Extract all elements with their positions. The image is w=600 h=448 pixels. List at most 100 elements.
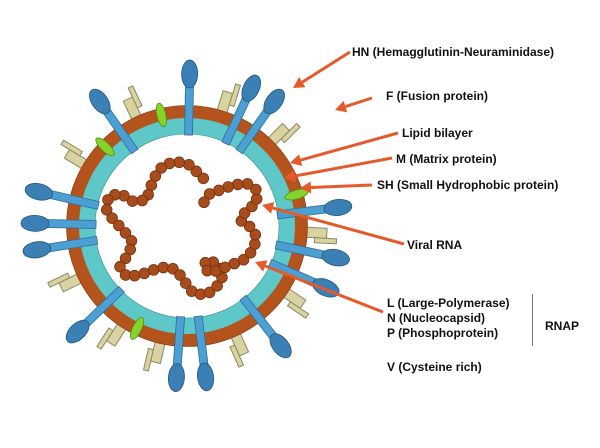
hn-head	[241, 74, 261, 102]
hn-head	[181, 59, 199, 89]
label-sh: SH (Small Hydrophobic protein)	[377, 178, 559, 192]
arrow-sh	[300, 181, 373, 194]
arrow-shaft	[301, 50, 351, 84]
hn-protein	[221, 74, 261, 146]
arrow-shaft	[264, 264, 384, 314]
arrow-shaft	[310, 183, 373, 190]
arrow-lipid-bilayer	[290, 131, 399, 166]
hn-head	[65, 319, 90, 344]
rna-bead	[128, 269, 141, 282]
rna-bead	[238, 207, 251, 219]
hn-protein	[276, 198, 353, 220]
hn-head	[197, 362, 215, 392]
arrow-hn	[293, 50, 351, 88]
hn-head	[22, 241, 52, 259]
label-p: P (Phosphoprotein)	[387, 326, 499, 340]
sh-ellipse	[155, 102, 167, 128]
fusion-tip	[280, 122, 301, 144]
rna-bead	[157, 261, 170, 274]
rna-bead	[249, 228, 262, 241]
label-lipid-bilayer: Lipid bilayer	[402, 126, 473, 140]
fusion-tip	[286, 301, 310, 319]
hn-protein	[22, 235, 99, 259]
rna-bead	[174, 269, 186, 281]
hn-head	[167, 363, 185, 393]
label-viral-rna: Viral RNA	[407, 238, 463, 252]
hn-head	[20, 214, 50, 232]
arrow-viral-rna	[262, 202, 405, 246]
rna-bead	[136, 194, 148, 207]
arrow-shaft	[294, 156, 393, 178]
label-v: V (Cysteine rich)	[387, 360, 482, 374]
hn-head	[323, 198, 353, 216]
sh-ellipse	[95, 137, 115, 157]
hn-protein	[65, 285, 125, 344]
rna-bead	[155, 162, 167, 174]
fusion-tip	[228, 83, 242, 108]
label-m: M (Matrix protein)	[396, 152, 497, 166]
hn-head	[24, 183, 54, 201]
hn-protein	[235, 88, 285, 155]
fusion-tip	[47, 272, 71, 288]
label-n: N (Nucleocapsid)	[387, 311, 486, 325]
fusion-tip	[142, 347, 154, 372]
rna-bead	[173, 156, 185, 169]
rnap-bracket-line	[532, 294, 533, 346]
arrow-head	[255, 260, 268, 272]
hn-protein	[274, 240, 350, 267]
arrow-rnap	[255, 260, 384, 314]
hn-protein	[20, 214, 97, 232]
hn-head	[321, 248, 350, 267]
hn-head	[89, 88, 111, 115]
rna-bead	[241, 178, 254, 190]
arrow-shaft	[300, 131, 399, 162]
label-l: L (Large-Polymerase)	[387, 296, 510, 310]
fusion-tip	[127, 85, 143, 109]
rna-bead	[250, 193, 263, 205]
rna-bead	[198, 196, 210, 209]
rna-bead	[231, 178, 244, 191]
arrow-m	[284, 156, 393, 182]
rna-bead	[147, 264, 160, 276]
hn-protein	[167, 316, 186, 393]
hn-stalk	[184, 82, 194, 136]
hn-protein	[181, 59, 199, 136]
rna-bead	[106, 212, 118, 224]
rna-bead	[114, 260, 126, 273]
rna-bead	[237, 254, 250, 266]
rna-bead	[102, 194, 114, 206]
rna-bead	[179, 277, 192, 289]
sh-protein	[95, 137, 115, 157]
arrow-head	[290, 154, 303, 166]
arrow-shaft	[272, 206, 405, 246]
rna-bead	[119, 227, 132, 239]
rna-bead	[113, 219, 125, 232]
hn-head	[269, 333, 292, 359]
fusion-tip	[313, 237, 338, 245]
rna-bead	[183, 158, 195, 171]
hn-stalk	[43, 219, 97, 229]
arrow-head	[300, 181, 312, 194]
hn-protein	[24, 183, 100, 210]
arrow-head	[293, 77, 306, 88]
arrow-head	[335, 100, 348, 113]
rna-bead	[119, 252, 132, 265]
rna-bead	[203, 286, 216, 299]
rna-bead	[126, 195, 139, 207]
rna-bead	[100, 204, 113, 216]
fusion-tip	[229, 344, 245, 368]
arrow-head	[284, 170, 296, 182]
fusion-tip	[96, 327, 114, 350]
label-rnap: RNAP	[545, 319, 580, 333]
arrow-shaft	[345, 96, 373, 109]
label-f: F (Fusion protein)	[386, 89, 488, 103]
rna-bead	[190, 165, 203, 178]
fusion-tip	[60, 139, 84, 157]
rna-bead	[203, 188, 216, 200]
sh-protein	[129, 317, 145, 340]
rna-bead	[243, 220, 256, 233]
hn-protein	[239, 294, 292, 359]
rna-bead	[250, 183, 262, 196]
sh-protein	[155, 102, 167, 128]
